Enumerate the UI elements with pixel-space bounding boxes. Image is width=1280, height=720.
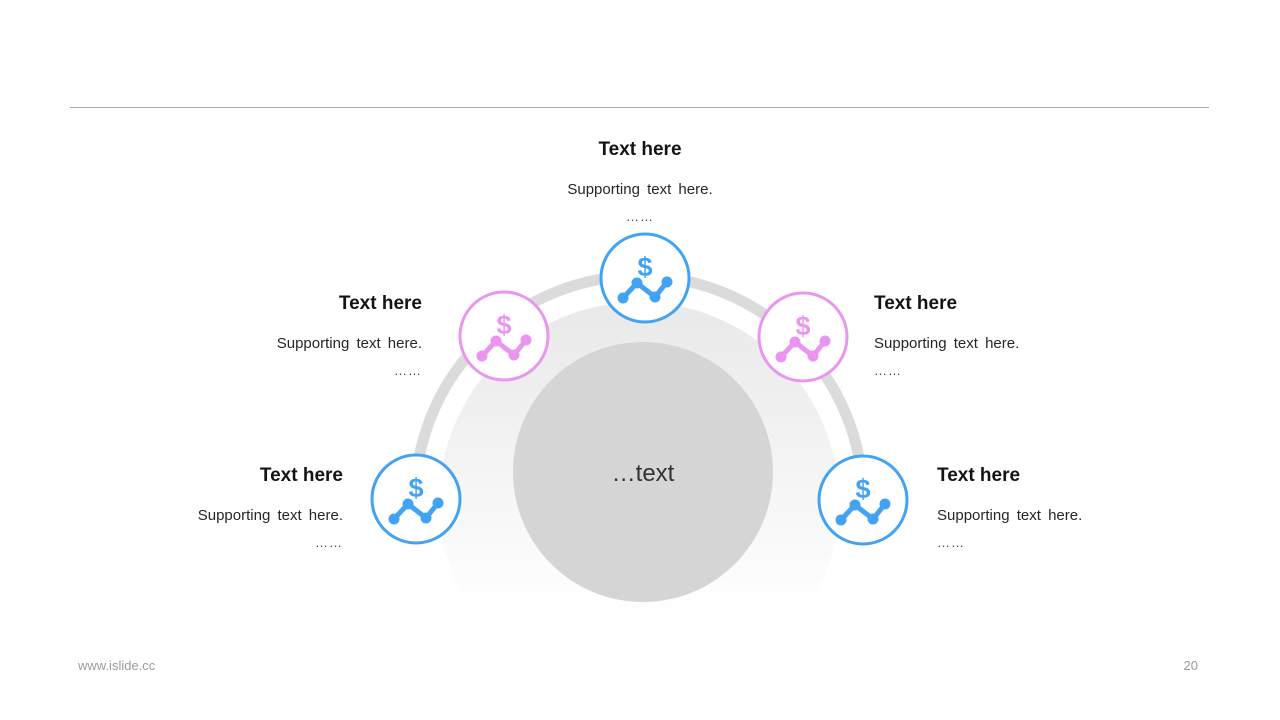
trend-point-icon bbox=[388, 513, 400, 525]
trend-point-icon bbox=[819, 335, 831, 347]
dollar-icon: $ bbox=[496, 310, 511, 340]
trend-point-icon bbox=[661, 276, 673, 288]
node-icon-lower-left: $ bbox=[370, 453, 462, 545]
node-subtitle: Supporting text here. bbox=[937, 507, 1083, 524]
node-subtitle: Supporting text here. bbox=[567, 181, 713, 198]
trend-point-icon bbox=[789, 336, 801, 348]
text-block-top: Text here Supporting text here. …… bbox=[440, 140, 840, 223]
node-title: Text here bbox=[598, 139, 682, 160]
node-icon-upper-right: $ bbox=[757, 291, 849, 383]
trend-point-icon bbox=[476, 350, 488, 362]
center-circle bbox=[513, 342, 773, 602]
trend-point-icon bbox=[432, 497, 444, 509]
center-circle-label: …text bbox=[612, 460, 675, 487]
trend-line-icon bbox=[838, 501, 888, 523]
trend-point-icon bbox=[807, 350, 819, 362]
footer-website: www.islide.cc bbox=[78, 658, 156, 673]
node-ellipsis: …… bbox=[874, 363, 902, 378]
dollar-icon: $ bbox=[408, 473, 423, 503]
trend-point-icon bbox=[420, 512, 432, 524]
trend-point-icon bbox=[617, 292, 629, 304]
footer-page-number: 20 bbox=[1183, 658, 1198, 673]
node-ellipsis: …… bbox=[394, 363, 422, 378]
node-icon-top: $ bbox=[599, 232, 691, 324]
header-divider bbox=[70, 107, 1209, 108]
trend-point-icon bbox=[631, 277, 643, 289]
node-title: Text here bbox=[259, 465, 343, 486]
node-title: Text here bbox=[937, 465, 1021, 486]
trend-point-icon bbox=[879, 498, 891, 510]
node-ellipsis: …… bbox=[626, 209, 654, 224]
node-title: Text here bbox=[874, 293, 958, 314]
trend-point-icon bbox=[867, 513, 879, 525]
node-title: Text here bbox=[338, 293, 422, 314]
trend-line-icon bbox=[391, 500, 441, 522]
node-subtitle: Supporting text here. bbox=[874, 335, 1020, 352]
node-subtitle: Supporting text here. bbox=[276, 335, 422, 352]
node-ellipsis: …… bbox=[937, 535, 965, 550]
text-block-lower-right: Text here Supporting text here. …… bbox=[937, 466, 1237, 549]
text-block-upper-right: Text here Supporting text here. …… bbox=[874, 294, 1174, 377]
node-subtitle: Supporting text here. bbox=[197, 507, 343, 524]
trend-point-icon bbox=[835, 514, 847, 526]
node-icon-lower-right: $ bbox=[817, 454, 909, 546]
trend-point-icon bbox=[520, 334, 532, 346]
text-block-upper-left: Text here Supporting text here. …… bbox=[122, 294, 422, 377]
trend-line-icon bbox=[778, 338, 828, 360]
node-icon-upper-left: $ bbox=[458, 290, 550, 382]
trend-line-icon bbox=[479, 337, 529, 359]
trend-point-icon bbox=[649, 291, 661, 303]
trend-point-icon bbox=[402, 498, 414, 510]
dollar-icon: $ bbox=[795, 311, 810, 341]
trend-point-icon bbox=[508, 349, 520, 361]
dollar-icon: $ bbox=[637, 252, 652, 282]
node-ellipsis: …… bbox=[315, 535, 343, 550]
trend-point-icon bbox=[849, 499, 861, 511]
trend-point-icon bbox=[775, 351, 787, 363]
trend-line-icon bbox=[620, 279, 670, 301]
text-block-lower-left: Text here Supporting text here. …… bbox=[43, 466, 343, 549]
dollar-icon: $ bbox=[855, 474, 870, 504]
trend-point-icon bbox=[490, 335, 502, 347]
